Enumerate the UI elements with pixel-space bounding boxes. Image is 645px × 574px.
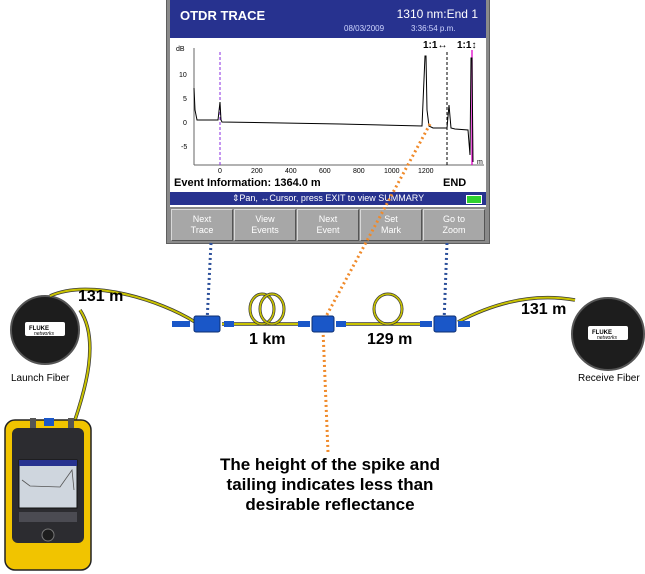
- note-line: The height of the spike and: [219, 455, 441, 474]
- zoom-horizontal-indicator[interactable]: 1:1↔: [423, 40, 448, 51]
- x-tick-label: 800: [353, 168, 365, 175]
- receive-fiber: [457, 296, 576, 323]
- softkey-label: Events: [251, 225, 279, 235]
- otdr-screen: OTDR TRACE 1310 nm:End 1 08/03/2009 3:36…: [170, 0, 486, 241]
- otdr-wavelength-end: 1310 nm:End 1: [396, 7, 478, 21]
- event-information: Event Information: 1364.0 m: [174, 177, 321, 189]
- softkey-label: Mark: [381, 225, 401, 235]
- event-end-label: END: [443, 177, 467, 189]
- y-tick-label: 5: [183, 96, 187, 103]
- softkey-label: Set: [384, 214, 398, 224]
- y-tick-label: -5: [181, 144, 187, 151]
- y-unit-label: dB: [176, 46, 185, 53]
- x-tick-label: 1000: [384, 168, 400, 175]
- launch-fiber-label: Launch Fiber: [11, 373, 70, 384]
- zoom-vertical-indicator[interactable]: 1:1↕: [457, 40, 477, 51]
- battery-icon: [466, 195, 482, 204]
- receive-fiber-length-label: 131 m: [521, 301, 567, 318]
- x-tick-label: 400: [285, 168, 297, 175]
- fluke-logo: [588, 326, 628, 340]
- receive-fiber-label: Receive Fiber: [578, 373, 640, 384]
- connector-1: [172, 315, 234, 333]
- softkey-label: Zoom: [442, 225, 466, 235]
- softkey-label: View: [255, 214, 275, 224]
- pointer-end-dots: [442, 242, 449, 323]
- otdr-time: 3:36:54 p.m.: [411, 24, 456, 33]
- fiber-coil: [249, 293, 275, 325]
- launch-fiber: [49, 288, 196, 323]
- status-text: ⇕Pan, ↔Cursor, press EXIT to view SUMMAR…: [231, 193, 425, 203]
- launch-fiber-length-label: 131 m: [78, 288, 124, 305]
- status-bar: ⇕Pan, ↔Cursor, press EXIT to view SUMMAR…: [170, 192, 486, 205]
- otdr-title: OTDR TRACE: [180, 8, 266, 23]
- softkey-label: Trace: [190, 225, 214, 235]
- connector-3: [420, 315, 470, 333]
- otdr-handheld-tester: [4, 418, 92, 571]
- otdr-date: 08/03/2009: [344, 24, 385, 33]
- fluke-logo: [25, 322, 65, 336]
- otdr-title-bar: OTDR TRACE 1310 nm:End 1 08/03/2009 3:36…: [170, 0, 486, 38]
- note-line: tailing indicates less than: [226, 475, 434, 494]
- x-tick-label: 0: [218, 168, 222, 175]
- softkey-label: Next: [192, 214, 212, 224]
- y-tick-label: 0: [183, 120, 187, 127]
- fiber-coil: [259, 293, 285, 325]
- connector-2: [298, 315, 346, 333]
- x-unit-label: m: [477, 159, 483, 166]
- softkey-label: Next: [318, 214, 338, 224]
- x-tick-label: 200: [251, 168, 263, 175]
- fluke-logo-text: FLUKE: [592, 330, 612, 336]
- x-tick-label: 600: [319, 168, 331, 175]
- x-tick-label: 1200: [418, 168, 434, 175]
- pointer-reflectance-dots: [321, 123, 432, 323]
- segment-129m-label: 129 m: [367, 331, 413, 348]
- otdr-trace-plot: dB m 10 5 0 -5 0 200 400 600 800 1000 12…: [176, 46, 484, 175]
- fluke-logo-text: FLUKE: [29, 326, 49, 332]
- reflectance-note: The height of the spike and tailing indi…: [170, 455, 490, 515]
- softkey-label: Go to: [442, 214, 465, 224]
- pointer-start-dots: [205, 242, 213, 323]
- test-lead-fiber: [74, 309, 91, 421]
- note-line: desirable reflectance: [245, 495, 415, 514]
- y-tick-label: 10: [179, 72, 187, 79]
- softkey-label: Event: [316, 225, 340, 235]
- fluke-logo-text: networks: [597, 335, 618, 341]
- fiber-coil: [373, 293, 403, 325]
- otdr-trace-line: [193, 55, 474, 163]
- segment-1km-label: 1 km: [249, 331, 286, 348]
- fluke-logo-text: networks: [34, 331, 55, 337]
- pointer-reflectance-dots: [321, 329, 330, 453]
